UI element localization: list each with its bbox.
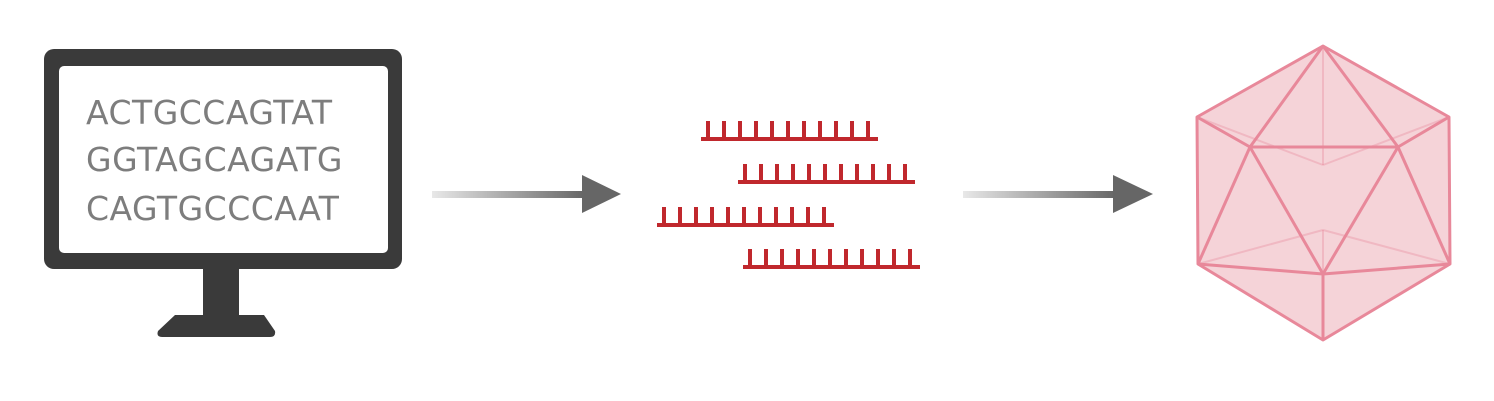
sequence-line-3: CAGTGCCCAAT [86, 189, 340, 228]
oligo-fragment [657, 207, 834, 227]
monitor-screen [59, 66, 388, 253]
monitor-neck [203, 269, 239, 315]
capsid-front-edges [1196, 45, 1452, 340]
dna-oligo-fragments [657, 121, 920, 269]
arrow-right-icon [432, 175, 621, 213]
sequence-line-1: ACTGCCAGTAT [86, 93, 333, 132]
monitor-base [157, 315, 276, 337]
computer-monitor-icon: ACTGCCAGTAT GGTAGCAGATG CAGTGCCCAAT [44, 49, 402, 337]
virus-capsid-icon [1195, 44, 1452, 342]
oligo-fragment [743, 249, 920, 269]
arrow-right-icon [963, 175, 1153, 213]
sequence-line-2: GGTAGCAGATG [86, 140, 343, 179]
oligo-fragment [701, 121, 878, 141]
oligo-fragment [738, 164, 915, 184]
